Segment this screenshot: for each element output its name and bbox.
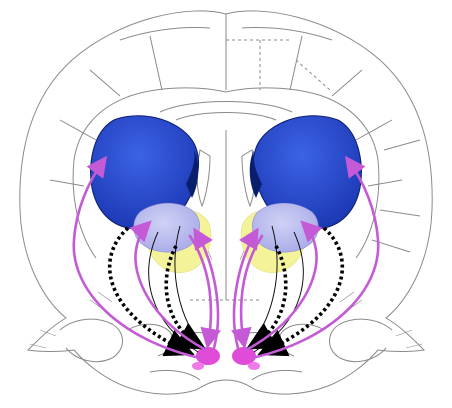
ventricle-left	[197, 150, 210, 206]
target-spots	[192, 347, 260, 370]
target-spot-left-small	[192, 362, 204, 370]
callosum-curve	[160, 102, 292, 121]
ventral-structures	[60, 319, 392, 380]
target-spot-right-small	[248, 362, 260, 370]
